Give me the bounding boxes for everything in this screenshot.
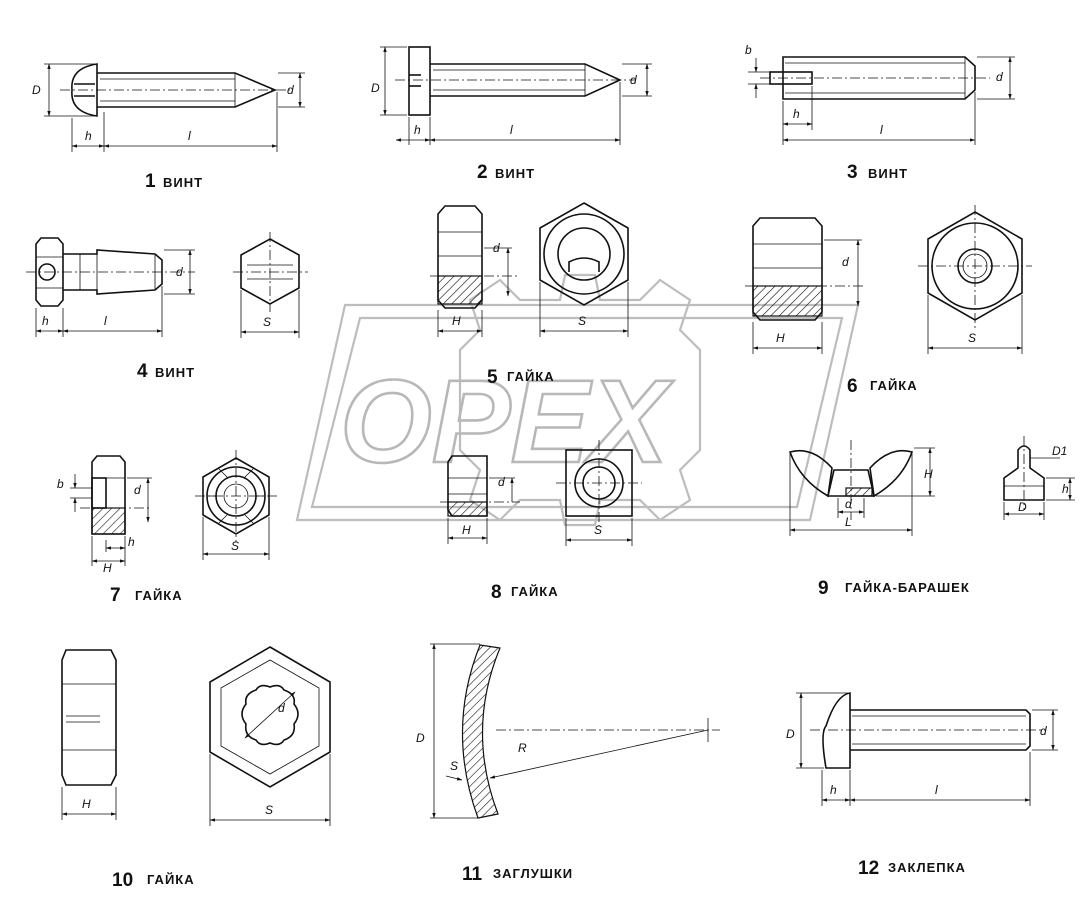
caption-number: 12 — [858, 858, 879, 879]
dim-l: l — [510, 123, 513, 137]
dim-d: d — [996, 70, 1003, 84]
dim-h: h — [414, 123, 421, 137]
caption-number: 5 — [487, 367, 498, 388]
watermark-text: OPEX — [340, 356, 674, 488]
dim-S: S — [594, 523, 602, 537]
caption-word: ВИНТ — [163, 175, 203, 190]
dim-d: d — [493, 241, 500, 255]
dim-H: H — [776, 331, 785, 345]
dim-S: S — [968, 331, 976, 345]
dim-d: d — [176, 265, 183, 279]
item-9-wing-nut: H d L D1 h D 9 ГАЙКА-БАРАШЕК — [788, 436, 1075, 599]
item-5-nut: H d S 5 ГАЙКА — [430, 202, 629, 388]
dim-d: d — [1040, 724, 1047, 738]
caption-number: 10 — [112, 870, 133, 891]
caption-number: 1 — [145, 171, 156, 192]
caption-word: ГАЙКА — [507, 369, 555, 384]
dim-b: b — [745, 43, 752, 57]
dim-D1: D1 — [1052, 444, 1067, 458]
item-2-screw: D h l d 2 ВИНТ — [371, 46, 652, 183]
dim-h: h — [830, 783, 837, 797]
caption-word: ГАЙКА — [135, 588, 183, 603]
dim-d: d — [630, 73, 637, 87]
dim-S: S — [265, 803, 273, 817]
dim-H: H — [452, 314, 461, 328]
dim-h: h — [42, 314, 49, 328]
caption-word: ВИНТ — [495, 166, 535, 181]
dim-d: d — [134, 483, 141, 497]
caption-number: 7 — [110, 585, 121, 606]
item-12-rivet: D h l d 12 ЗАКЛЕПКА — [786, 692, 1058, 879]
dim-H: H — [462, 523, 471, 537]
dim-S: S — [231, 539, 239, 553]
caption-word: ВИНТ — [155, 365, 195, 380]
dim-H: H — [103, 561, 112, 575]
dim-S: S — [263, 315, 271, 329]
item-4-screw: h l d S 4 ВИНТ — [26, 232, 308, 382]
caption-word: ГАЙКА — [870, 378, 918, 393]
dim-h: h — [85, 129, 92, 143]
item-8-square-nut: H d S 8 ГАЙКА — [440, 440, 642, 603]
dim-S: S — [450, 759, 458, 773]
caption-word: ВИНТ — [868, 166, 908, 181]
dim-d: d — [287, 83, 294, 97]
dim-H: H — [924, 467, 933, 481]
item-1-screw: D h l d 1 ВИНТ — [32, 63, 305, 192]
dim-l: l — [188, 129, 191, 143]
dim-D: D — [416, 731, 425, 745]
dim-L: L — [845, 515, 852, 529]
caption-number: 9 — [818, 578, 829, 599]
dim-S: S — [578, 314, 586, 328]
dim-h: h — [793, 107, 800, 121]
caption-number: 8 — [491, 582, 502, 603]
caption-number: 6 — [847, 376, 858, 397]
dim-l: l — [880, 123, 883, 137]
caption-word: ГАЙКА — [511, 584, 559, 599]
item-7-castle-nut: b d h H S 7 ГАЙКА — [57, 450, 277, 606]
item-10-nut: H d S 10 ГАЙКА — [61, 646, 331, 891]
caption-number: 4 — [137, 361, 148, 382]
item-3-set-screw: b h l d 3 ВИНТ — [745, 43, 1015, 183]
dim-l: l — [935, 783, 938, 797]
dim-R: R — [518, 741, 527, 755]
caption-word: ЗАГЛУШКИ — [493, 866, 573, 881]
dim-d: d — [278, 701, 285, 715]
dim-D: D — [32, 83, 41, 97]
dim-b: b — [57, 477, 64, 491]
item-6-nut: H d S 6 ГАЙКА — [745, 205, 1032, 397]
caption-number: 3 — [847, 162, 858, 183]
dim-d: d — [498, 475, 505, 489]
dim-d: d — [845, 497, 852, 511]
dim-l: l — [104, 314, 107, 328]
caption-word: ГАЙКА — [147, 872, 195, 887]
item-11-plug: D S R 11 ЗАГЛУШКИ — [416, 643, 720, 885]
caption-word: ЗАКЛЕПКА — [888, 860, 966, 875]
dim-D: D — [371, 81, 380, 95]
dim-D: D — [1018, 500, 1027, 514]
dim-h: h — [1062, 482, 1069, 496]
caption-word: ГАЙКА-БАРАШЕК — [845, 580, 970, 595]
dim-H: H — [82, 797, 91, 811]
watermark-logo: OPEX — [295, 273, 860, 527]
caption-number: 2 — [477, 162, 488, 183]
dim-h: h — [128, 535, 135, 549]
dim-d: d — [842, 255, 849, 269]
dim-D: D — [786, 727, 795, 741]
caption-number: 11 — [462, 864, 483, 885]
